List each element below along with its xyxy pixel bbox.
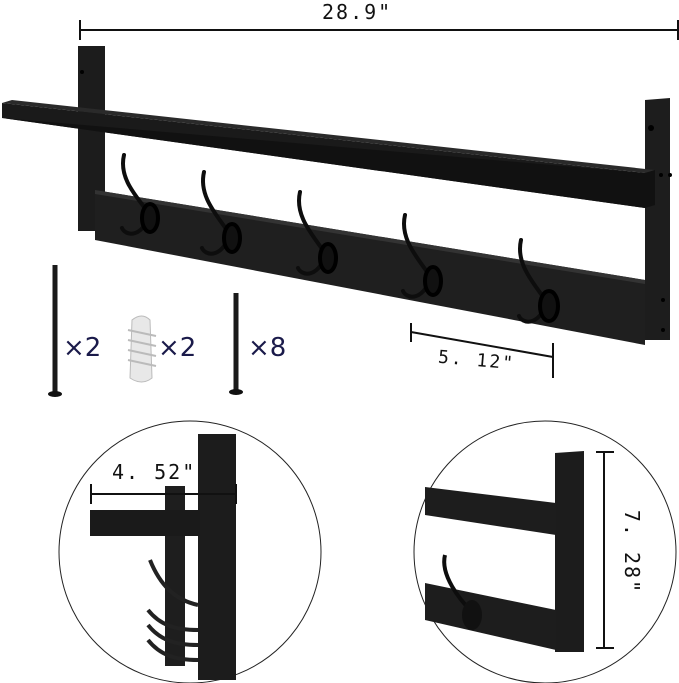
- shelf-board: [2, 100, 655, 208]
- short-screw-quantity: ×8: [248, 333, 287, 363]
- hook-3: [296, 190, 338, 276]
- side-view-detail: [58, 420, 322, 683]
- short-screw-icon: [229, 293, 243, 395]
- hook-4: [401, 213, 443, 299]
- height-label: 7. 28": [620, 509, 645, 595]
- long-screw-quantity: ×2: [63, 333, 102, 363]
- width-dimension-line: [79, 20, 679, 40]
- overall-width-label: 28.9": [322, 0, 393, 24]
- hook-1: [120, 153, 160, 236]
- depth-label: 4. 52": [112, 460, 197, 484]
- right-post: [645, 98, 672, 340]
- wall-anchor-quantity: ×2: [158, 333, 197, 363]
- hook-rail: [95, 190, 645, 345]
- wall-anchor-icon: [127, 315, 157, 383]
- hook-2: [200, 170, 242, 256]
- hooks: [120, 153, 560, 324]
- hook-spacing-dimension-line: [410, 323, 554, 378]
- corner-view-detail: [413, 420, 677, 683]
- long-screw-icon: [48, 265, 62, 397]
- hook-5: [517, 238, 560, 324]
